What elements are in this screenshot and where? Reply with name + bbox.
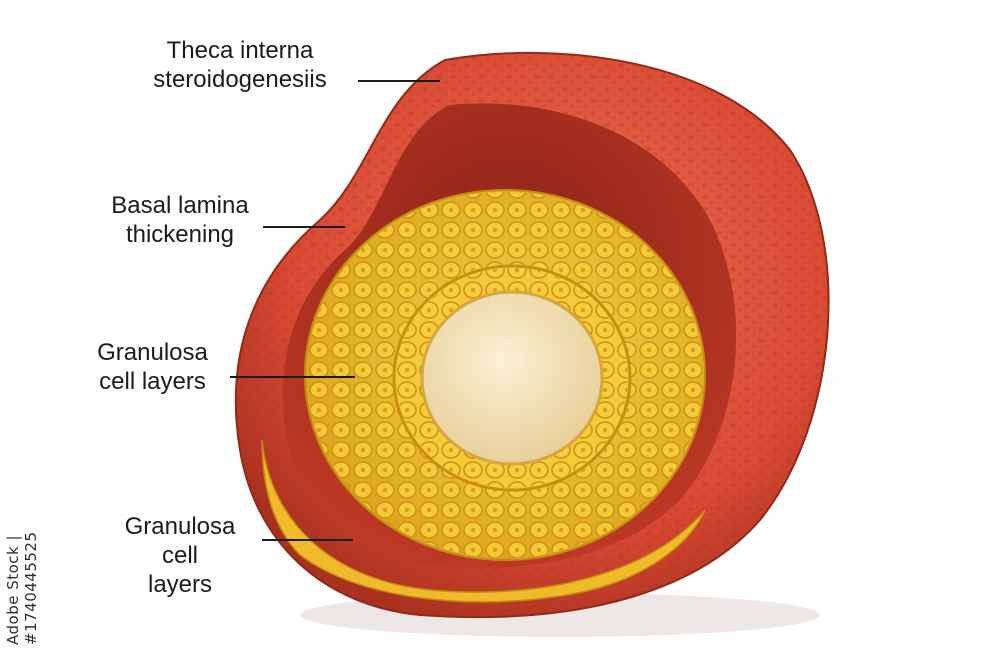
- oocyte: [420, 290, 604, 466]
- leader-lines: [230, 80, 440, 541]
- label-theca-interna: Theca interna steroidogenesiis: [153, 37, 327, 93]
- label-basal-lamina: Basal lamina thickening: [111, 192, 249, 248]
- label-granulosa-lower: Granulosa cell layers: [124, 513, 236, 598]
- granulosa-rim: [261, 439, 706, 603]
- label-granulosa-upper: Granulosa cell layers: [97, 339, 208, 395]
- stock-watermark: Adobe Stock | #1740445525: [4, 531, 40, 645]
